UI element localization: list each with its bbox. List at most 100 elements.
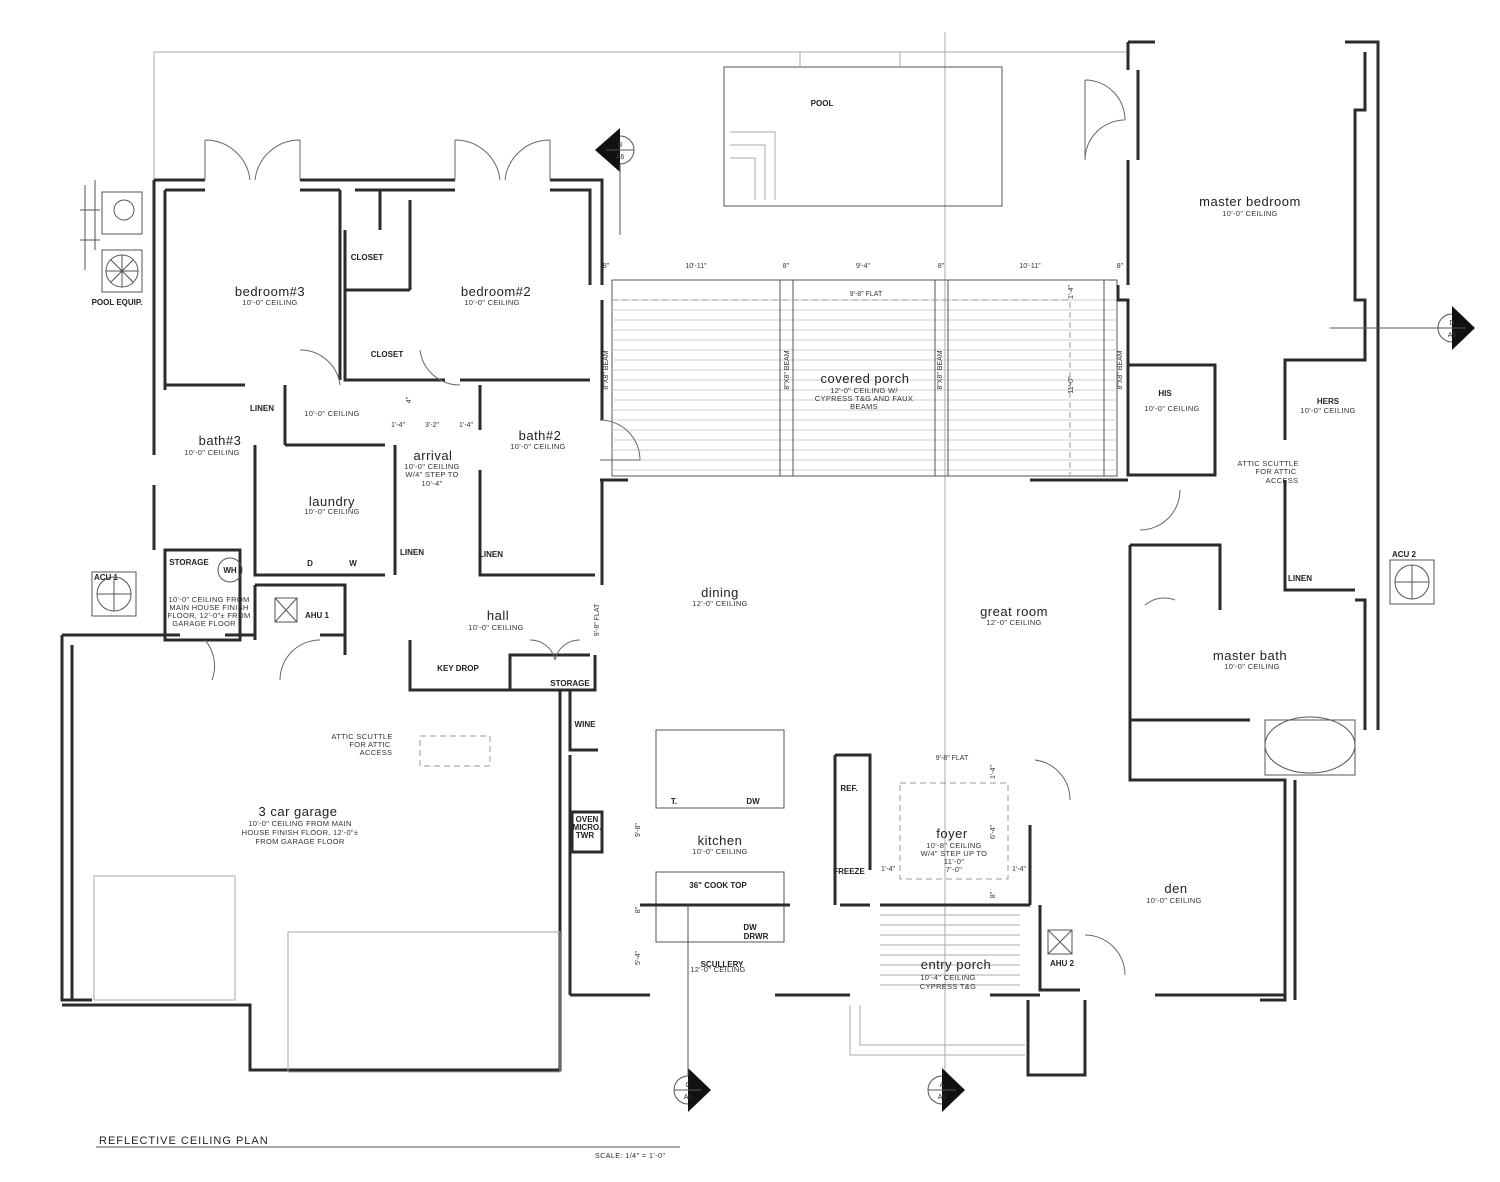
dim-kitchen-5-4: 5'-4" [635, 951, 642, 965]
attic-scuttle-1-note-3: ACCESS [360, 748, 393, 757]
wall-entry [1026, 1000, 1087, 1077]
foyer-ceiling-2: W/4" STEP UP TO [921, 849, 988, 858]
kitchen-label: kitchen [698, 833, 743, 848]
entry-steps [849, 914, 1025, 1056]
bath2-ceiling: 10'-0" CEILING [510, 442, 565, 451]
pool-outline [723, 66, 1003, 207]
key-drop-label: KEY DROP [437, 664, 479, 673]
bedroom3-label: bedroom#3 [235, 284, 305, 299]
covered-porch-label: covered porch [821, 371, 910, 386]
dim-8-2: 8" [783, 263, 790, 270]
attic-scuttle-1-note: ATTIC SCUTTLE [331, 732, 392, 741]
dw-drawer-label-2: DRWR [744, 932, 769, 941]
dim-kitchen-8: 8" [635, 906, 642, 913]
ref-label: REF. [840, 784, 857, 793]
hers-label: HERS [1317, 397, 1340, 406]
dim-foyer-1-4: 1'-4" [990, 765, 997, 779]
dim-foyer-6-4: 6'-4" [990, 825, 997, 839]
storage-note-2: MAIN HOUSE FINISH [169, 603, 248, 612]
plan-title: REFLECTIVE CEILING PLAN [99, 1135, 269, 1147]
section-b-sheet: A6 [616, 154, 625, 161]
wall-closets [338, 190, 590, 382]
acu-1-icon [91, 571, 137, 617]
storage-note-1: 10'-0" CEILING FROM [168, 595, 249, 604]
oven-unit [570, 810, 604, 854]
garage-ceiling-3: FROM GARAGE FLOOR [255, 837, 345, 846]
hall-label: hall [487, 608, 509, 623]
ahu-2-icon [1047, 929, 1073, 955]
tub [1264, 716, 1356, 774]
beam-label-1: 8"X8" BEAM [603, 350, 610, 389]
beam-label-3: 8"X8" BEAM [937, 350, 944, 389]
dim-3-2: 3'-2" [425, 422, 439, 429]
kitchen-island [655, 729, 785, 809]
garage-door-1 [93, 875, 236, 1001]
pool-steps [730, 52, 901, 200]
wall-master-wing [1116, 40, 1380, 730]
scullery-label: SCULLERY [701, 960, 744, 969]
pool-equipment-icon [80, 180, 143, 293]
section-marker-a [927, 1068, 965, 1112]
storage-2-label: STORAGE [550, 679, 590, 688]
dim-flat-porch: 9'-8" FLAT [850, 291, 883, 298]
oven-label: OVEN [576, 815, 599, 824]
wine-label: WINE [575, 720, 597, 729]
his-ceiling: 10'-0" CEILING [1144, 404, 1199, 413]
closet-1-label: CLOSET [351, 253, 384, 262]
arrival-ceiling-2: W/4" STEP TO [405, 470, 458, 479]
linen-2-label: LINEN [400, 548, 424, 557]
den-label: den [1164, 881, 1187, 896]
covered-porch-ceiling-3: BEAMS [850, 402, 878, 411]
acu-2-icon [1389, 559, 1435, 605]
attic-scuttle-1 [419, 735, 491, 767]
dim-1-4-arrival-1: 1'-4" [391, 422, 405, 429]
dim-flat-dining: 9'-8" FLAT [594, 603, 601, 636]
wall-baths [165, 383, 595, 655]
water-heater-icon [217, 557, 243, 583]
attic-scuttle-2-note-2: FOR ATTIC [1255, 467, 1297, 476]
cooktop-label: 36" COOK TOP [689, 881, 747, 890]
master-bedroom-ceiling: 10'-0" CEILING [1222, 209, 1277, 218]
dim-9-4: 9'-4" [856, 263, 870, 270]
trash-label: T. [671, 797, 677, 806]
covered-porch-outline [611, 279, 1118, 477]
pool-label: POOL [811, 99, 834, 108]
closet-2-label: CLOSET [371, 350, 404, 359]
porch-flat-line [612, 299, 1071, 476]
storage-note-3: FLOOR, 12'-0"± FROM [167, 611, 250, 620]
wall-garage [60, 633, 562, 1072]
linen-4-label: LINEN [1288, 574, 1312, 583]
dim-8-4: 8" [1117, 263, 1124, 270]
dining-label: dining [701, 585, 739, 600]
micro-label: MICRO. [573, 823, 602, 832]
storage-1-label: STORAGE [169, 558, 209, 567]
kitchen-cooktop-counter [655, 871, 785, 943]
master-bath-ceiling: 10'-0" CEILING [1224, 662, 1279, 671]
section-b-letter: B [618, 142, 623, 149]
bedroom2-label: bedroom#2 [461, 284, 531, 299]
freeze-label: FREEZE [833, 867, 865, 876]
dining-ceiling: 12'-0" CEILING [692, 599, 747, 608]
ahu-1-label: AHU 1 [305, 611, 330, 620]
section-a-letter: A [940, 1082, 945, 1089]
wall-main [568, 478, 1285, 997]
dim-1-4-arrival-2: 1'-4" [459, 422, 473, 429]
attic-scuttle-1-note-2: FOR ATTIC [349, 740, 391, 749]
beam-label-4: 8"X8" BEAM [1117, 350, 1124, 389]
hers-ceiling: 10'-0" CEILING [1300, 406, 1355, 415]
dim-foyer-8: 8" [990, 891, 997, 898]
master-bedroom-label: master bedroom [1199, 194, 1301, 209]
foyer-ceiling-3: 11'-0" [944, 857, 964, 866]
garage-ceiling-2: HOUSE FINISH FLOOR, 12'-0"± [242, 828, 359, 837]
dw-drawer-label: DW [743, 923, 757, 932]
dim-8-3: 8" [938, 263, 945, 270]
wall-master-bath [1128, 543, 1297, 1002]
dryer-label: D [307, 559, 313, 568]
section-c-letter: C [685, 1082, 690, 1089]
bedroom2-ceiling: 10'-0" CEILING [464, 298, 519, 307]
wall-kitchen-foyer [833, 753, 1080, 992]
ahu-2-label: AHU 2 [1050, 959, 1075, 968]
attic-scuttle-2-note: ATTIC SCUTTLE [1237, 459, 1298, 468]
plan-scale: SCALE: 1/4" = 1'-0" [595, 1153, 665, 1160]
